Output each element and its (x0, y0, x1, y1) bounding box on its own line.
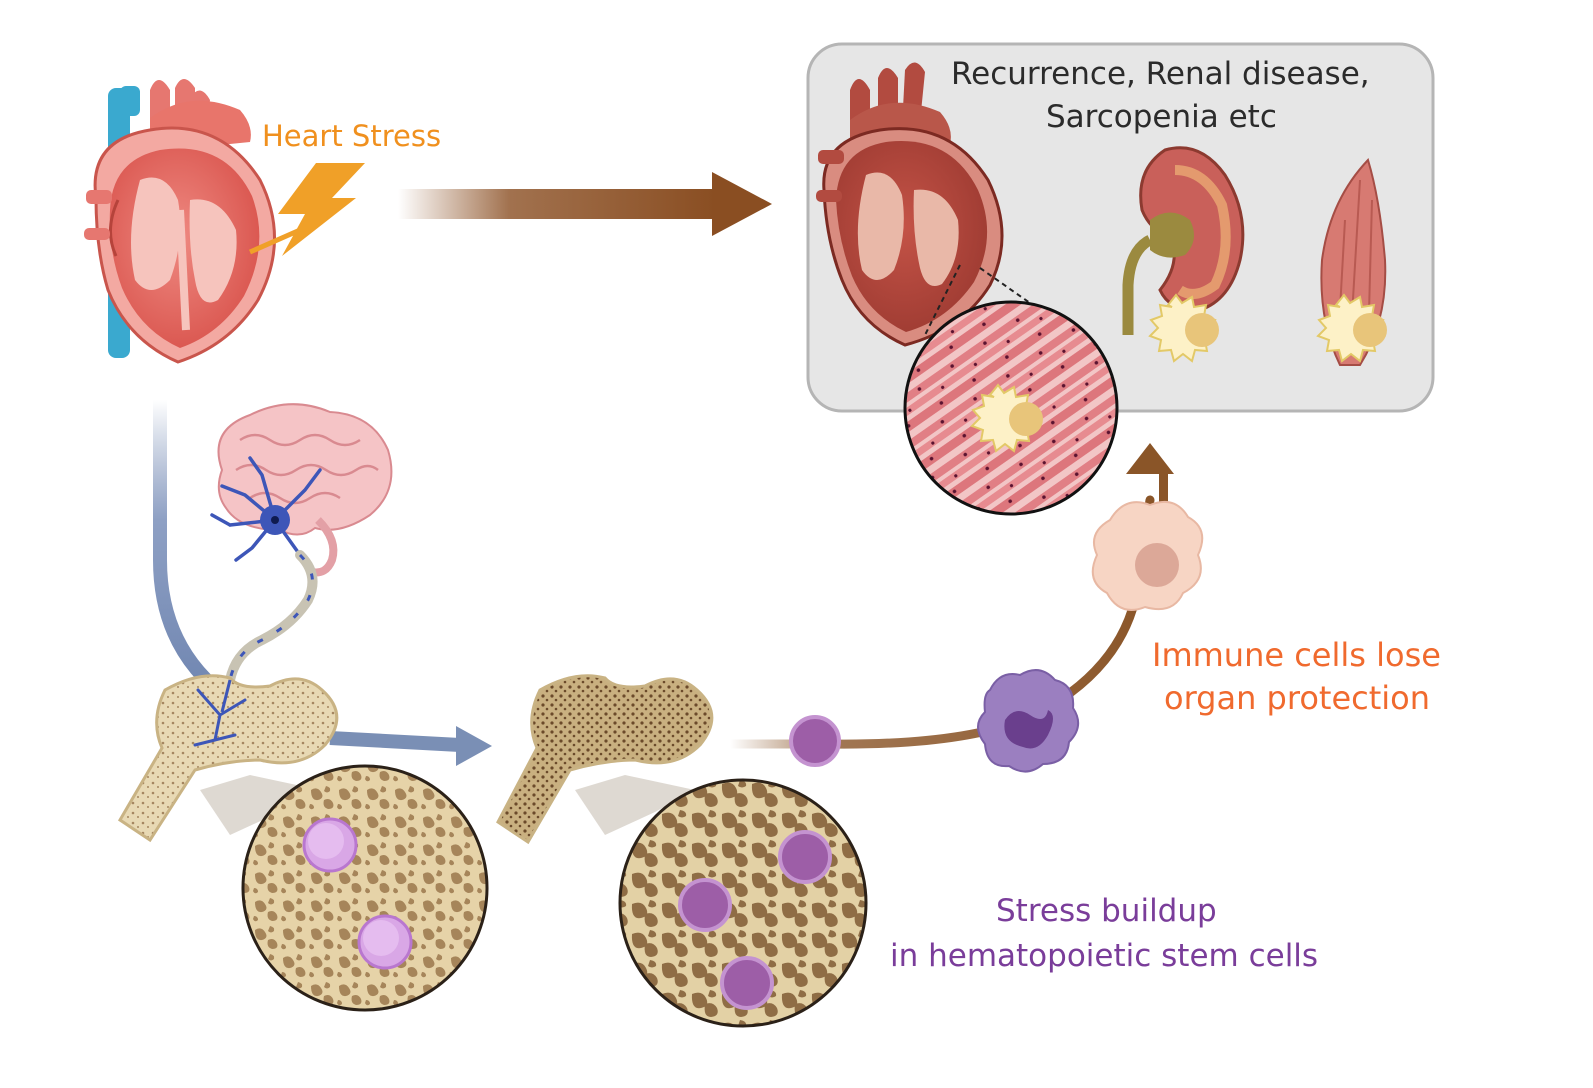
macrophage-icon (970, 383, 1043, 453)
stem-cell-icon (678, 878, 732, 932)
immune-label-line1: Immune cells lose (1152, 636, 1441, 674)
stem-cell-icon (357, 914, 413, 970)
brain-icon (217, 403, 393, 577)
stem-cell-icon (778, 830, 832, 884)
muscle-icon (1316, 158, 1387, 366)
immune-label-line2: organ protection (1164, 679, 1430, 717)
stem-cell-icon (720, 956, 774, 1010)
bone-marrow-magnifier-icon (241, 764, 489, 1012)
bone-marrow-magnifier-icon (618, 778, 868, 1028)
monocyte-icon (977, 669, 1080, 773)
kidney-icon (1122, 146, 1245, 363)
outcome-label-line1: Recurrence, Renal disease, (951, 56, 1370, 92)
heart-stress-label: Heart Stress (262, 119, 441, 153)
stem-label-line2: in hematopoietic stem cells (890, 938, 1318, 974)
outcome-label-line2: Sarcopenia etc (1046, 99, 1277, 135)
bone-to-bone-arrow (329, 726, 492, 766)
bone-icon (117, 674, 339, 843)
bone-icon (496, 674, 714, 845)
heart-tissue-magnifier-icon (903, 300, 1119, 516)
macrophage-icon (1091, 501, 1204, 611)
stem-cell-icon (302, 817, 358, 873)
macrophage-icon (1148, 293, 1219, 363)
neuron-icon (210, 456, 322, 685)
stem-label-line1: Stress buildup (996, 893, 1217, 929)
heart-to-outcome-arrow (398, 172, 772, 236)
macrophage-icon (1316, 293, 1387, 363)
lightning-bolt-icon (278, 163, 365, 256)
stem-cell-icon (789, 715, 841, 767)
heart-icon (84, 79, 276, 364)
